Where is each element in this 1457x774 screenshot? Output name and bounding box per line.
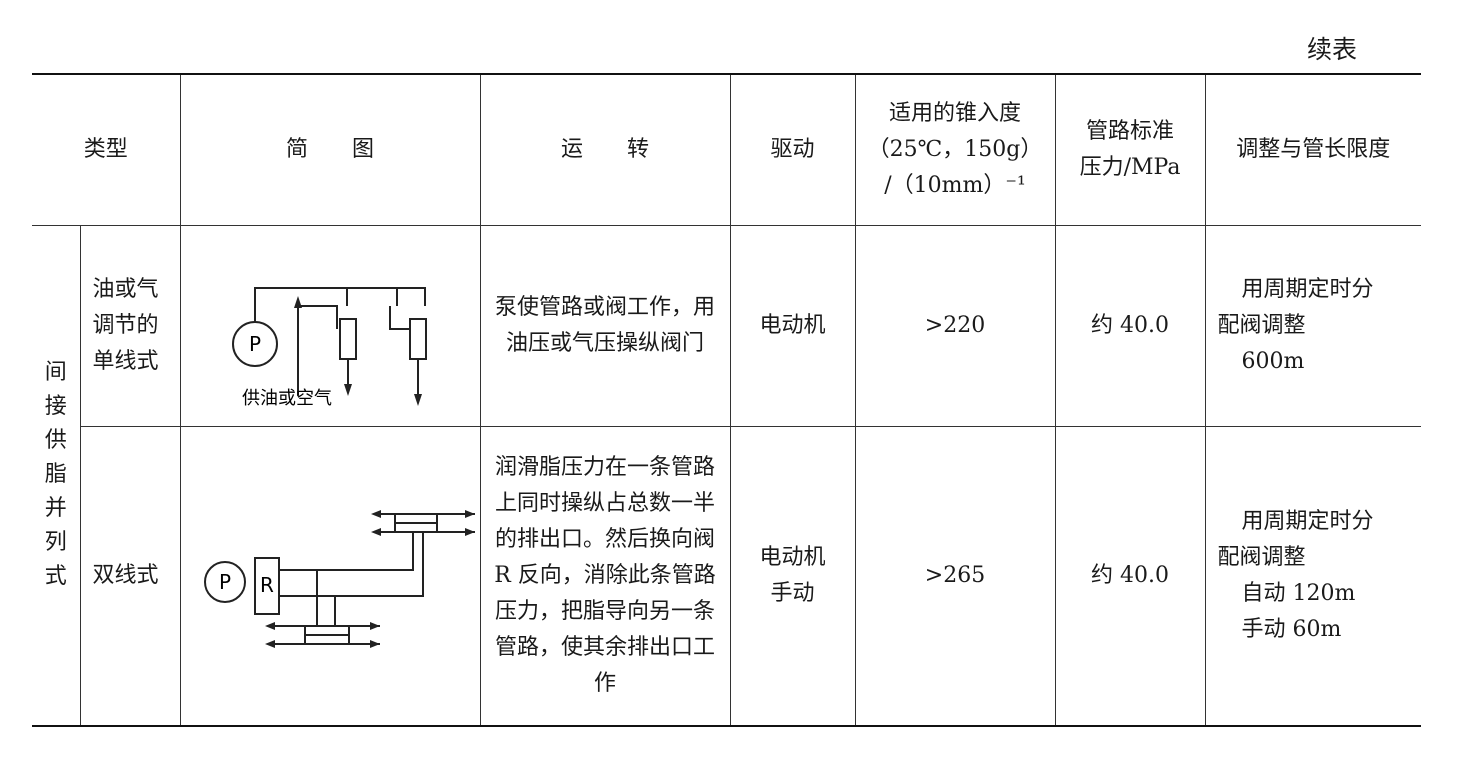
header-adjust: 调整与管长限度	[1204, 73, 1422, 226]
adjust-line: 用周期定时分	[1241, 277, 1374, 302]
adjust-line: 自动 120m	[1241, 581, 1356, 606]
subtype-line: 调节的	[92, 313, 159, 338]
continued-label: 续表	[1307, 35, 1358, 64]
reverser-valve	[254, 557, 281, 615]
pressure-cell: 约 40.0	[1054, 426, 1206, 727]
adjust-line: 用周期定时分	[1241, 509, 1374, 534]
subtype-line: 油或气	[92, 277, 159, 302]
header-pressure-line2: 压力/MPa	[1079, 155, 1181, 180]
diagram-cell: P 供油或空气	[179, 225, 481, 427]
drive-line: 手动	[770, 581, 815, 606]
subtype-line: 单线式	[92, 349, 159, 374]
table-row: 双线式	[32, 426, 1422, 727]
pump-label: P	[219, 570, 231, 594]
valve-1	[339, 318, 358, 360]
header-penetration-line1: 适用的锥入度	[889, 101, 1022, 126]
adjust-cell: 用周期定时分 配阀调整 自动 120m 手动 60m	[1204, 426, 1422, 727]
header-diagram: 简 图	[179, 73, 481, 226]
adjust-line: 600m	[1241, 349, 1305, 374]
operation-cell: 润滑脂压力在一条管路上同时操纵占总数一半的排出口。然后换向阀 R 反向，消除此条…	[479, 426, 731, 727]
header-pressure: 管路标准 压力/MPa	[1054, 73, 1206, 226]
penetration-cell: >220	[854, 225, 1056, 427]
header-operation: 运 转	[479, 73, 731, 226]
table-row: 间接供脂并列式 油或气 调节的 单线式	[32, 225, 1422, 727]
main-line	[254, 287, 427, 322]
dual-line-diagram: P R	[204, 510, 476, 648]
header-drive: 驱动	[729, 73, 856, 226]
pressure-cell: 约 40.0	[1054, 225, 1206, 427]
supply-label: 供油或空气	[242, 388, 332, 409]
header-pressure-line1: 管路标准	[1086, 119, 1175, 144]
subtype-line: 双线式	[92, 563, 159, 588]
header-penetration-line2: （25℃，150g）	[867, 137, 1043, 162]
adjust-line: 手动 60m	[1241, 617, 1342, 642]
diagram-cell: P R	[179, 426, 481, 727]
header-penetration-line3: /（10mm）⁻¹	[884, 173, 1026, 198]
drive-cell: 电动机	[729, 225, 856, 427]
header-type: 类型	[32, 73, 181, 226]
drive-cell: 电动机 手动	[729, 426, 856, 727]
penetration-cell: >265	[854, 426, 1056, 727]
operation-cell: 泵使管路或阀工作，用油压或气压操纵阀门	[479, 225, 731, 427]
drive-line: 电动机	[759, 313, 826, 338]
subtype-cell: 双线式	[80, 426, 181, 727]
header-penetration: 适用的锥入度 （25℃，150g） /（10mm）⁻¹	[854, 73, 1056, 226]
adjust-line: 配阀调整	[1217, 545, 1306, 570]
adjust-line: 配阀调整	[1217, 313, 1306, 338]
lubrication-table: 类型 简 图 运 转 驱动 适用的锥入度 （25℃，150g） /（10mm）⁻…	[32, 73, 1422, 727]
reverser-label: R	[260, 573, 274, 597]
subtype-cell: 油或气 调节的 单线式	[79, 225, 181, 427]
adjust-cell: 用周期定时分 配阀调整 600m	[1204, 225, 1422, 427]
single-line-diagram: P 供油或空气	[232, 287, 428, 409]
pump-circle	[204, 561, 247, 603]
drive-line: 电动机	[759, 545, 826, 570]
supply-arrow	[294, 296, 303, 308]
group-label-cell: 间接供脂并列式	[32, 225, 81, 727]
valve-2	[409, 318, 428, 360]
group-label: 间接供脂并列式	[44, 360, 67, 589]
pump-label: P	[249, 332, 261, 356]
header-row: 类型 简 图 运 转 驱动 适用的锥入度 （25℃，150g） /（10mm）⁻…	[32, 73, 1422, 226]
supply-line	[297, 305, 339, 396]
